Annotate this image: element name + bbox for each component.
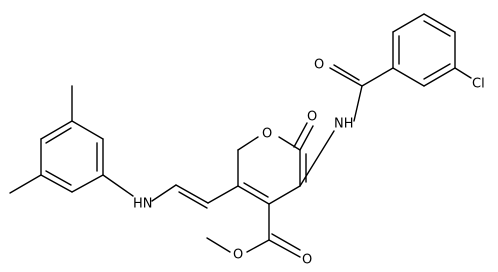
bond-ester-o: [246, 239, 270, 253]
bond-aryl1-6: [40, 120, 73, 140]
bond-aryl2-3: [423, 13, 456, 33]
bond-aryl2-3-inner: [423, 20, 451, 37]
bond-aryl1-3: [71, 174, 104, 193]
bond-ester-methyl: [206, 237, 231, 253]
atom-label-ester-carbonyl-oxygen: O: [302, 253, 312, 268]
bond-aryl1-6-inner: [45, 127, 72, 144]
bond-vinyl-inner: [178, 191, 208, 209]
bond-co-oxygen-2: [333, 64, 360, 81]
bond-c-cl: [454, 67, 472, 79]
bond-lactone-co: [299, 125, 314, 151]
atom-label-enamine-nh: HN: [133, 197, 153, 212]
bond-vinyl: [175, 184, 209, 204]
bond-pyr-5: [268, 185, 301, 205]
bond-aryl2-5: [423, 67, 456, 87]
bond-pyr-6: [237, 185, 270, 205]
bond-co-aryl: [361, 67, 394, 87]
bond-nh-co: [353, 85, 363, 122]
bond-ester-co-2: [271, 233, 301, 251]
bond-ring-amide-nh: [299, 130, 335, 187]
bond-lactone-co-2: [293, 122, 308, 148]
bond-vinyl-ring: [207, 185, 239, 204]
bond-aryl2-6: [392, 67, 425, 87]
bond-nh-vinyl: [151, 184, 177, 202]
bond-pyr-3: [278, 136, 301, 151]
atom-label-ring-oxygen: O: [262, 127, 272, 142]
bond-co-oxygen: [329, 67, 363, 87]
bond-ester-co: [268, 239, 301, 258]
bond-aryl1-4: [40, 174, 73, 193]
atom-label-amide-oxygen: O: [314, 58, 324, 73]
atom-label-lactone-oxygen: O: [307, 110, 317, 125]
bond-pyr-2: [237, 136, 259, 151]
bond-aryl1-4-inner: [45, 170, 72, 186]
bond-aryl2-5-inner: [423, 63, 451, 80]
atom-label-chlorine: Cl: [472, 77, 485, 92]
bond-pyr-6-inner: [243, 182, 269, 198]
bond-aryl1-1: [71, 120, 104, 140]
atom-label-ester-ether-oxygen: O: [233, 248, 243, 263]
atom-label-amide-nh: NH: [334, 117, 354, 132]
bonds: [9, 13, 472, 258]
atom-labels: HN O O NH O Cl O O: [133, 58, 485, 268]
bond-aryl2-2: [392, 13, 425, 33]
bond-aryl-nh: [102, 174, 134, 197]
bond-methyl-left: [9, 174, 42, 194]
